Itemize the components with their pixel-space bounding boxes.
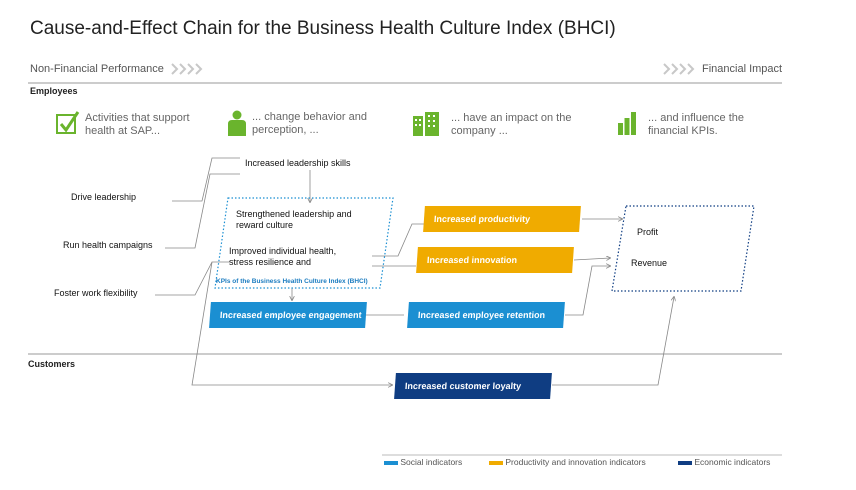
person-icon: [228, 110, 246, 136]
step-company-impact: ... have an impact on the company ...: [451, 112, 572, 137]
node-customer-loyalty: Increased customer loyalty: [394, 373, 552, 399]
connector-box-productivity: [372, 223, 424, 257]
step-financial-kpis: ... and influence the financial KPIs.: [648, 112, 745, 137]
legend-social: Social indicators: [384, 457, 462, 467]
node-employee-engagement: Increased employee engagement: [209, 302, 367, 328]
financial-impact-box: [611, 205, 755, 292]
connector-leadership: [172, 157, 240, 202]
legend-economic: Economic indicators: [678, 457, 770, 467]
connector-loyalty-revenue: [552, 297, 674, 386]
legend-productivity: Productivity and innovation indicators: [489, 457, 646, 467]
node-strengthened-leadership: Strengthened leadership and reward cultu…: [236, 209, 352, 230]
header-chevrons-left: [171, 63, 203, 75]
node-productivity: Increased productivity: [423, 206, 581, 232]
node-improved-health: Improved individual health, stress resil…: [229, 246, 337, 267]
node-innovation: Increased innovation: [416, 247, 574, 273]
buildings-icon: [413, 112, 439, 136]
connector-campaigns: [165, 173, 240, 249]
node-revenue: Revenue: [631, 258, 668, 268]
connector-innovation-revenue: [573, 258, 610, 260]
node-profit: Profit: [637, 227, 659, 237]
driver-leadership: Drive leadership: [71, 192, 137, 202]
page-title: Cause-and-Effect Chain for the Business …: [30, 18, 616, 39]
node-leadership-skills: Increased leadership skills: [245, 158, 351, 168]
legend-social-swatch: [384, 461, 398, 465]
bhci-kpi-box: [214, 197, 394, 289]
driver-work-flexibility: Foster work flexibility: [54, 288, 138, 298]
step-activities: Activities that support health at SAP...: [85, 112, 190, 137]
step-change-behavior: ... change behavior and perception, ...: [252, 111, 367, 136]
legend-productivity-swatch: [489, 461, 503, 465]
connector-flexibility: [155, 261, 230, 296]
connector-customers-loop: [191, 261, 392, 385]
header-non-financial: Non-Financial Performance: [30, 63, 164, 75]
bar-chart-icon: [618, 112, 636, 135]
section-employees: Employees: [30, 86, 78, 96]
header-chevrons-right: [663, 63, 695, 75]
checkmark-icon: [56, 111, 80, 134]
header-financial: Financial Impact: [702, 63, 783, 75]
driver-health-campaigns: Run health campaigns: [63, 240, 153, 250]
section-customers: Customers: [28, 359, 76, 369]
bhci-kpi-label: KPIs of the Business Health Culture Inde…: [216, 278, 368, 285]
connector-retention-revenue: [565, 266, 610, 316]
legend-economic-swatch: [678, 461, 692, 465]
node-employee-retention: Increased employee retention: [407, 302, 565, 328]
